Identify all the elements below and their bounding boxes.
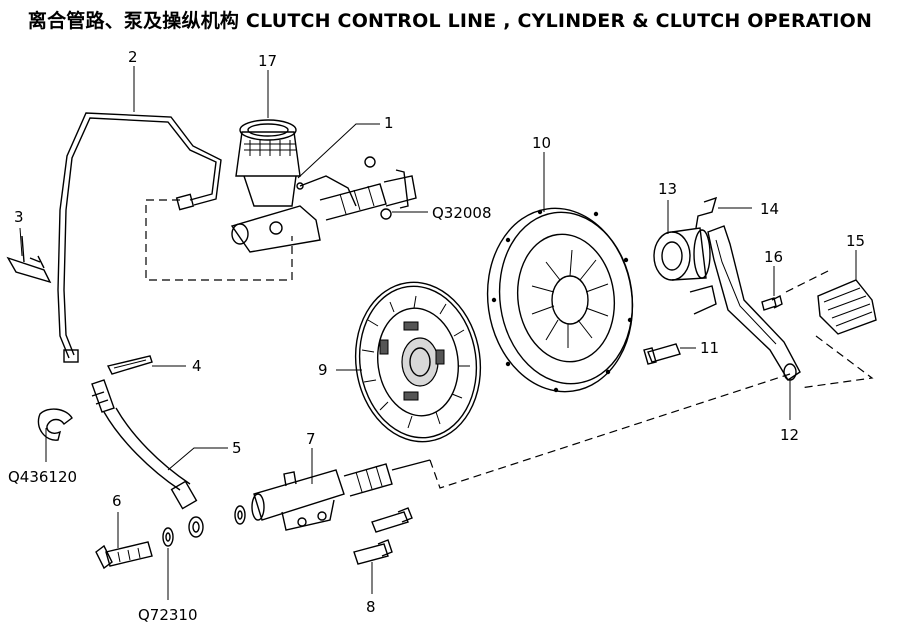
fork-bolt bbox=[761, 294, 783, 311]
clutch-disc bbox=[354, 281, 482, 443]
clutch-pipe-line bbox=[57, 112, 222, 363]
release-fork bbox=[689, 225, 801, 381]
flexible-hose bbox=[91, 379, 198, 510]
callout-17: 17 bbox=[258, 52, 277, 70]
callout-3: 3 bbox=[14, 208, 24, 226]
master-dashed-link bbox=[145, 199, 293, 281]
callout-9: 9 bbox=[318, 361, 328, 379]
callout-5: 5 bbox=[232, 439, 242, 457]
release-bearing bbox=[653, 227, 711, 281]
callout-6: 6 bbox=[112, 492, 122, 510]
retaining-spring bbox=[695, 196, 718, 229]
retaining-clip bbox=[37, 408, 73, 441]
callout-11: 11 bbox=[700, 339, 719, 357]
pressure-plate bbox=[486, 207, 634, 393]
callout-8: 8 bbox=[366, 598, 376, 616]
mounting-bolts bbox=[353, 507, 413, 565]
callout-2: 2 bbox=[128, 48, 138, 66]
callout-16: 16 bbox=[764, 248, 783, 266]
pipe-bracket bbox=[6, 235, 52, 284]
callout-1: 1 bbox=[384, 114, 394, 132]
routing-dashed-line bbox=[429, 373, 791, 489]
callout-12: 12 bbox=[780, 426, 799, 444]
leader-lines bbox=[19, 66, 857, 600]
dust-boot bbox=[817, 279, 877, 335]
callout-13: 13 bbox=[658, 180, 677, 198]
callout-10: 10 bbox=[532, 134, 551, 152]
banjo-bolt bbox=[95, 541, 153, 570]
diagram-title: 离合管路、泵及操纵机构 CLUTCH CONTROL LINE , CYLIND… bbox=[27, 10, 873, 32]
master-cylinder bbox=[230, 119, 417, 253]
slave-cylinder bbox=[251, 459, 431, 531]
callout-15: 15 bbox=[846, 232, 865, 250]
callout-labels: 1 2 3 4 5 6 7 8 9 10 11 12 13 14 15 16 1… bbox=[8, 48, 865, 624]
callout-4: 4 bbox=[192, 357, 202, 375]
sealing-washers bbox=[162, 505, 246, 547]
boot-dashed-outline bbox=[785, 269, 874, 389]
pivot-bolt bbox=[643, 343, 681, 365]
callout-7: 7 bbox=[306, 430, 316, 448]
callout-14: 14 bbox=[760, 200, 779, 218]
callout-q32008: Q32008 bbox=[432, 204, 492, 222]
spring-clip bbox=[106, 355, 153, 375]
callout-q72310: Q72310 bbox=[138, 606, 198, 624]
callout-q436120: Q436120 bbox=[8, 468, 77, 486]
